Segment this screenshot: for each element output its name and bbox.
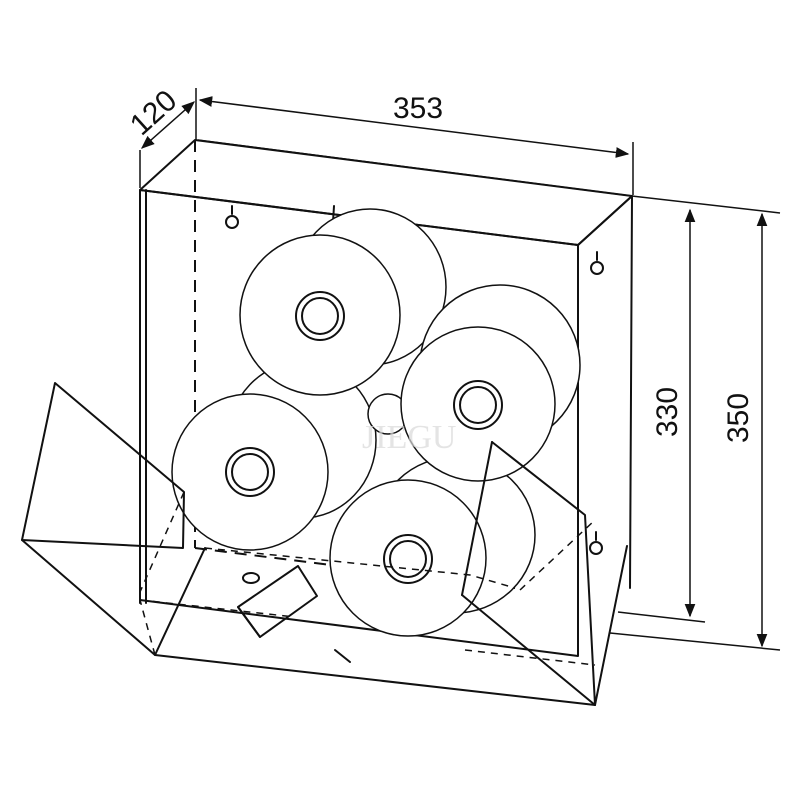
dimension-label-width: 353 — [393, 92, 443, 125]
door-left-panel — [21, 382, 185, 549]
extension-line-bottom-330 — [617, 611, 706, 623]
roll-1-core-inner — [301, 297, 339, 335]
door-latch-edge — [237, 606, 261, 638]
keyhole-bottom-right — [589, 531, 603, 555]
dimension-label-depth: 120 — [124, 84, 183, 142]
door-right-diagonal — [461, 594, 596, 706]
front-door-open — [21, 382, 628, 706]
dimension-line-width — [198, 96, 630, 158]
extension-line-top-330 — [631, 195, 781, 214]
dimension-line-depth — [140, 101, 196, 149]
dimension-label-inner-height: 330 — [651, 387, 684, 437]
door-latch-block — [237, 565, 318, 638]
dimension-label-total-height: 350 — [722, 393, 755, 443]
box-right-face — [577, 195, 633, 589]
door-hidden-right-slant — [519, 519, 596, 591]
keyhole-top-left — [225, 205, 239, 229]
dimension-lines — [140, 96, 768, 648]
extension-line-bottom-350 — [609, 632, 781, 651]
door-hidden-edge-corner — [139, 599, 156, 656]
door-hidden-edge-left — [139, 491, 185, 593]
door-right-inner-edge — [461, 441, 493, 596]
door-inner-left-edge — [154, 547, 206, 656]
door-right-panel — [491, 441, 596, 706]
inspection-slot — [334, 649, 351, 663]
roll-4-core-inner — [389, 540, 427, 578]
keyhole-top-right — [590, 251, 604, 275]
door-hidden-bottom-right — [464, 649, 596, 666]
watermark-text: JIEGU — [362, 419, 456, 456]
watermark-logo: JIEGU — [362, 419, 456, 456]
lock-hole — [242, 572, 260, 584]
roll-2-core-inner — [459, 386, 497, 424]
door-hidden-edge-top — [204, 547, 516, 589]
door-bottom-panel — [21, 539, 628, 706]
toilet-rolls — [171, 208, 581, 637]
roll-3-core-inner — [231, 453, 269, 491]
